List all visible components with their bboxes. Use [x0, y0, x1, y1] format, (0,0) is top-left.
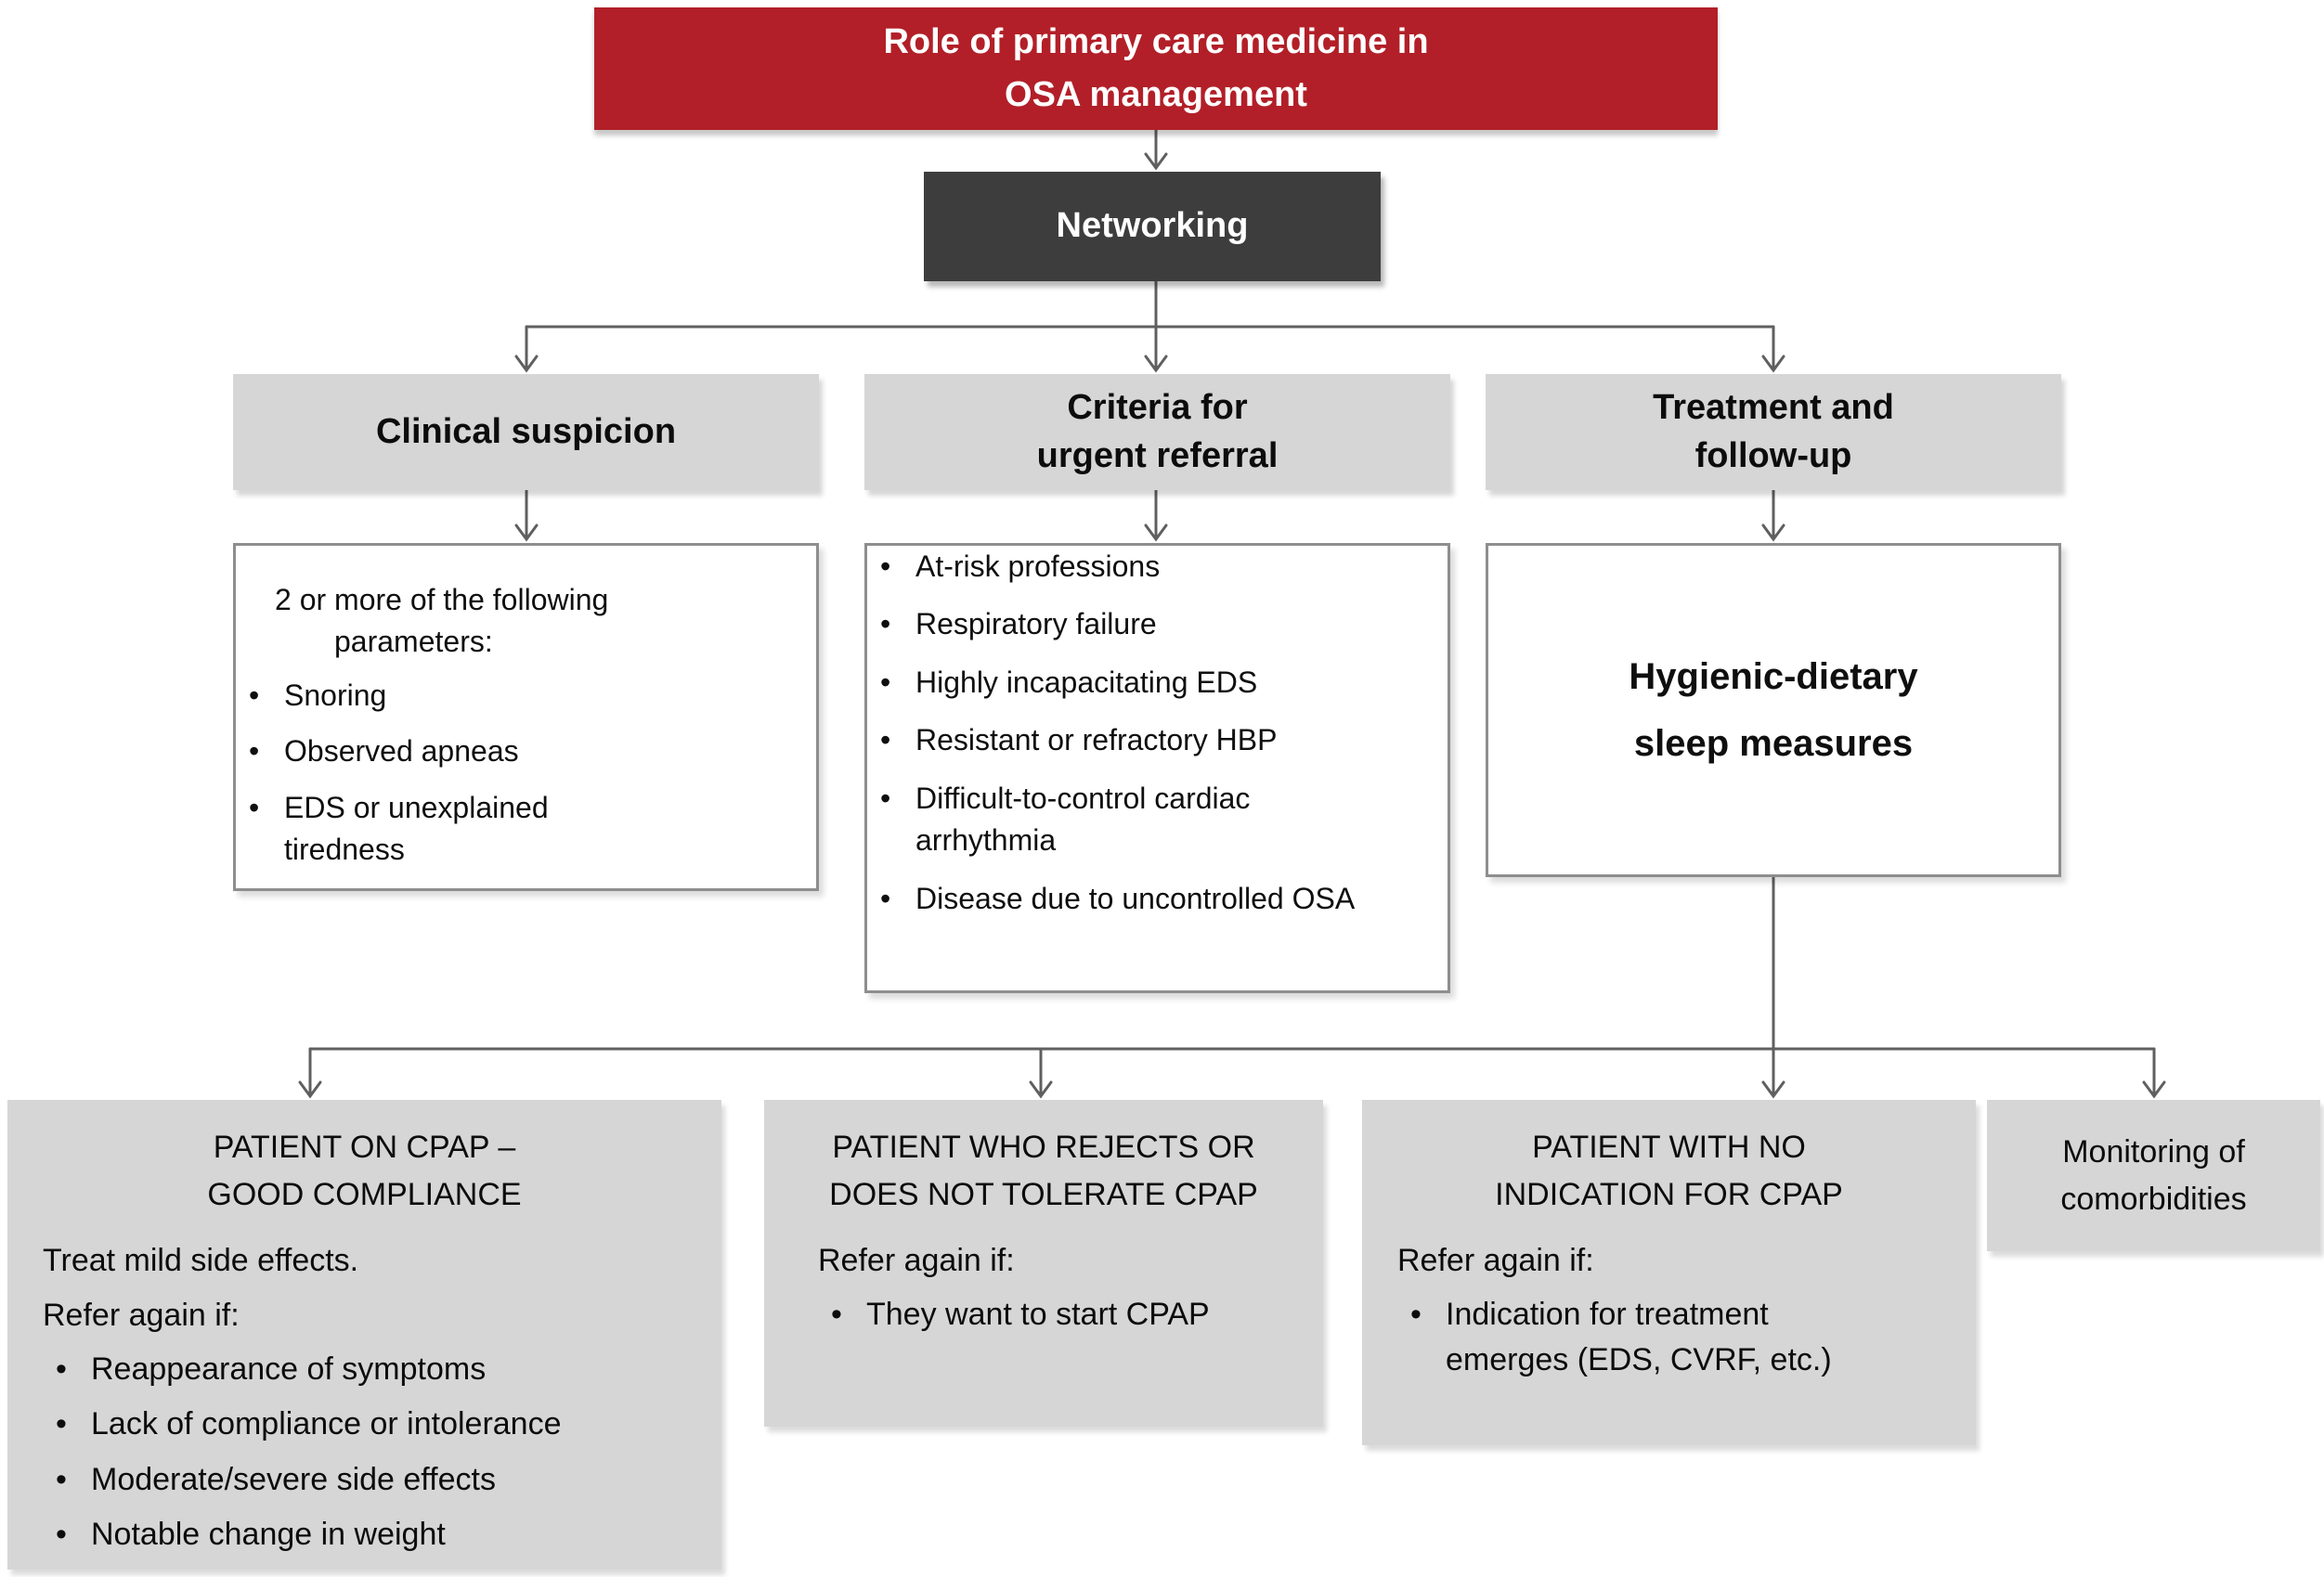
- networking-box: Networking: [924, 172, 1381, 281]
- cpap-good-list: Reappearance of symptoms Lack of complia…: [43, 1347, 699, 1558]
- arrowhead-hygienic: [1761, 524, 1785, 542]
- arrowhead-treatment-header: [1761, 355, 1785, 373]
- clinical-list: Snoring Observed apneas EDS or unexplain…: [236, 675, 816, 872]
- networking-label: Networking: [1056, 206, 1249, 246]
- cpap-good-compliance-box: PATIENT ON CPAP – GOOD COMPLIANCE Treat …: [7, 1100, 721, 1570]
- clinical-suspicion-header: Clinical suspicion: [233, 374, 819, 490]
- list-item: Highly incapacitating EDS: [867, 662, 1380, 704]
- cpap-reject-title: PATIENT WHO REJECTS OR DOES NOT TOLERATE…: [829, 1130, 1258, 1212]
- connector-group: [298, 128, 2166, 1099]
- cpap-no-indication-list: Indication for treatment emerges (EDS, C…: [1397, 1292, 1954, 1384]
- cpap-good-compliance-title: PATIENT ON CPAP – GOOD COMPLIANCE: [207, 1130, 522, 1212]
- list-item: Indication for treatment emerges (EDS, C…: [1397, 1292, 1836, 1384]
- hygienic-dietary-label: Hygienic-dietary sleep measures: [1629, 656, 1918, 764]
- list-item: Moderate/severe side effects: [43, 1457, 699, 1504]
- cpap-reject-body: Refer again if: They want to start CPAP: [818, 1237, 1301, 1338]
- root-title-box: Role of primary care medicine in OSA man…: [594, 7, 1718, 130]
- monitoring-comorbidities-box: Monitoring of comorbidities: [1987, 1100, 2320, 1251]
- root-title: Role of primary care medicine in OSA man…: [883, 22, 1429, 114]
- treatment-followup-header: Treatment and follow-up: [1486, 374, 2061, 490]
- arrowhead-cpap-good: [298, 1080, 322, 1099]
- list-item: At-risk professions: [867, 546, 1380, 588]
- list-item: Reappearance of symptoms: [43, 1347, 699, 1393]
- list-item: Snoring: [236, 675, 674, 717]
- clinical-suspicion-label: Clinical suspicion: [375, 411, 677, 451]
- list-item: Disease due to uncontrolled OSA: [867, 878, 1380, 921]
- list-item: Observed apneas: [236, 730, 674, 773]
- arrowhead-monitoring: [2142, 1080, 2166, 1099]
- cpap-reject-refer: Refer again if:: [818, 1243, 1015, 1278]
- arrowhead-cpap-reject: [1029, 1080, 1053, 1099]
- arrowhead-cpap-none: [1761, 1080, 1785, 1099]
- cpap-reject-list: They want to start CPAP: [818, 1292, 1301, 1338]
- cpap-no-indication-box: PATIENT WITH NO INDICATION FOR CPAP Refe…: [1362, 1100, 1976, 1445]
- urgent-referral-criteria-box: At-risk professions Respiratory failure …: [864, 543, 1450, 993]
- hygienic-dietary-box: Hygienic-dietary sleep measures: [1486, 543, 2061, 877]
- list-item: Difficult-to-control cardiac arrhythmia: [867, 778, 1380, 862]
- clinical-criteria-box: 2 or more of the following parameters: S…: [233, 543, 819, 891]
- list-item: Notable change in weight: [43, 1512, 699, 1558]
- cpap-good-refer: Refer again if:: [43, 1298, 240, 1333]
- list-item: Lack of compliance or intolerance: [43, 1402, 699, 1448]
- cpap-no-indication-refer: Refer again if:: [1397, 1243, 1594, 1278]
- cpap-no-indication-title: PATIENT WITH NO INDICATION FOR CPAP: [1495, 1130, 1843, 1212]
- list-item: They want to start CPAP: [818, 1292, 1301, 1338]
- arrowhead-criteria-header: [1144, 355, 1168, 373]
- urgent-referral-list: At-risk professions Respiratory failure …: [867, 546, 1448, 921]
- list-item: Respiratory failure: [867, 603, 1380, 646]
- monitoring-comorbidities-label: Monitoring of comorbidities: [2060, 1133, 2247, 1217]
- arrowhead-criteria-content: [1144, 524, 1168, 542]
- cpap-good-compliance-body: Treat mild side effects. Refer again if:…: [43, 1237, 699, 1558]
- list-item: EDS or unexplained tiredness: [236, 787, 674, 872]
- cpap-no-indication-body: Refer again if: Indication for treatment…: [1397, 1237, 1954, 1384]
- cpap-good-lead: Treat mild side effects.: [43, 1243, 359, 1278]
- cpap-reject-box: PATIENT WHO REJECTS OR DOES NOT TOLERATE…: [764, 1100, 1323, 1427]
- arrowhead-clinical-content: [514, 524, 539, 542]
- arrowhead-clinical-header: [514, 355, 539, 373]
- clinical-intro: 2 or more of the following parameters:: [275, 583, 609, 659]
- urgent-referral-header: Criteria for urgent referral: [864, 374, 1450, 490]
- list-item: Resistant or refractory HBP: [867, 719, 1380, 762]
- urgent-referral-label: Criteria for urgent referral: [1036, 388, 1279, 475]
- arrowhead-networking: [1144, 152, 1168, 171]
- treatment-followup-label: Treatment and follow-up: [1653, 388, 1894, 475]
